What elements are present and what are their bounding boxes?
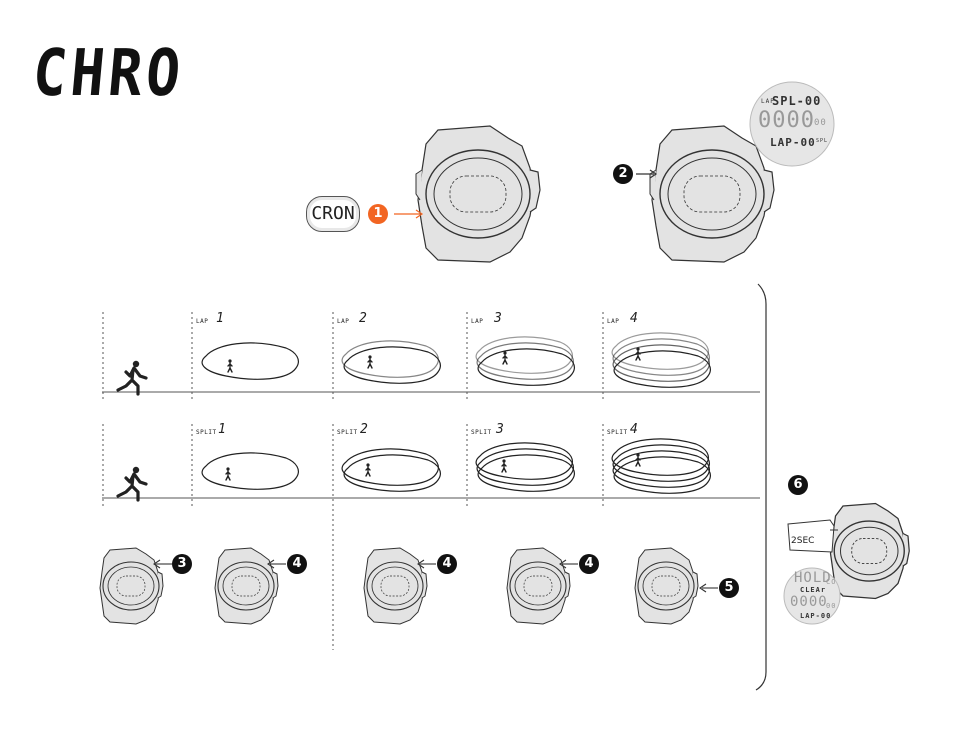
step-badge-1: 1 <box>368 204 388 224</box>
hold-duration-text: 2SEC <box>791 536 814 546</box>
step-badge-5: 5 <box>719 578 739 598</box>
step-badge-6: 6 <box>788 475 808 495</box>
side-watch <box>831 504 910 599</box>
side-display-bottom: LAP-00 <box>800 612 831 620</box>
lap-number-2: 2 <box>359 311 367 326</box>
split-number-1: 1 <box>218 422 226 437</box>
step-badge-4b: 4 <box>437 554 457 574</box>
step-badge-3: 3 <box>172 554 192 574</box>
side-display-small-digits: 00 <box>826 602 836 610</box>
split-number-2: 2 <box>360 422 368 437</box>
lap-label-4: LAP <box>607 318 619 325</box>
lap-number-4: 4 <box>630 311 638 326</box>
lap-label-3: LAP <box>471 318 483 325</box>
side-display-small-top: CO <box>826 578 836 586</box>
runner-icon <box>118 361 146 394</box>
side-display-clear: CLEAr <box>800 586 826 594</box>
mode-pill: CRON <box>306 196 360 232</box>
split-number-3: 3 <box>496 422 504 437</box>
display-spl-text: SPL-00 <box>772 94 821 108</box>
side-display-big-digits: 0000 <box>790 594 828 610</box>
watch-top-right <box>650 126 774 262</box>
display-big-digits: 0000 <box>758 108 815 133</box>
bottom-watch-3 <box>364 548 427 624</box>
watch-top-left <box>416 126 540 262</box>
display-bottom-text: LAP-00 <box>770 136 816 149</box>
step-badge-4a: 4 <box>287 554 307 574</box>
bottom-watch-4 <box>507 548 570 624</box>
display-small-digits: 00 <box>814 118 827 128</box>
bottom-watch-1 <box>100 548 163 624</box>
section-bracket <box>756 284 766 690</box>
split-label-2: SPLIT <box>337 429 358 436</box>
lap-label-1: LAP <box>196 318 208 325</box>
lap-row <box>102 312 760 402</box>
step-badge-4c: 4 <box>579 554 599 574</box>
lap-number-1: 1 <box>216 311 224 326</box>
split-label-4: SPLIT <box>607 429 628 436</box>
step-badge-2: 2 <box>613 164 633 184</box>
display-spl-label: SPL <box>816 138 828 144</box>
bottom-watch-2 <box>215 548 278 624</box>
lap-label-2: LAP <box>337 318 349 325</box>
split-label-3: SPLIT <box>471 429 492 436</box>
split-label-1: SPLIT <box>196 429 217 436</box>
bottom-watch-5 <box>635 548 698 624</box>
lap-number-3: 3 <box>494 311 502 326</box>
split-number-4: 4 <box>630 422 638 437</box>
